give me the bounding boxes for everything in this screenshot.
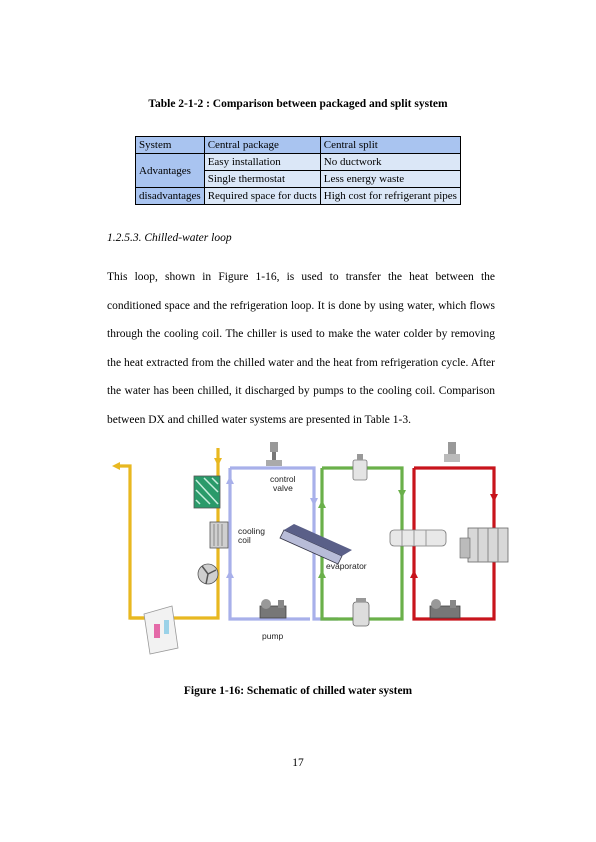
advantages-label: Advantages: [135, 153, 205, 188]
table-header-cell: Central package: [203, 136, 321, 154]
conditioned-space-icon: [143, 605, 179, 655]
condenser-icon: [389, 529, 447, 547]
air-loop: [116, 448, 220, 620]
compressor-icon: [352, 598, 370, 627]
chw-arrow-up-icon: [226, 570, 234, 578]
cooling-coil-label: coil: [238, 535, 251, 545]
cnd-arrow-down-icon: [490, 494, 498, 502]
cooling-tower-icon: [459, 527, 509, 563]
disadvantages-label: disadvantages: [135, 187, 205, 205]
comparison-table: System Central package Central split Adv…: [135, 136, 461, 205]
ref-arrow-down-icon: [398, 490, 406, 498]
table-caption: Table 2-1-2 : Comparison between package…: [148, 98, 448, 110]
control-valve-label: control: [270, 474, 296, 484]
cooling-coil-icon: [209, 521, 229, 549]
cooling-coil-label: cooling: [238, 526, 265, 536]
body-paragraph: This loop, shown in Figure 1-16, is used…: [107, 271, 495, 426]
filter-icon: [193, 475, 221, 509]
table-cell: No ductwork: [319, 153, 461, 171]
control-valve-icon: [266, 442, 282, 466]
cooling-tower-valve-icon: [444, 442, 460, 462]
page-number: 17: [292, 757, 304, 769]
chw-arrow-down-icon: [310, 498, 318, 506]
refrigerant-loop: [320, 466, 404, 621]
table-cell: High cost for refrigerant pipes: [319, 187, 461, 205]
table-header-cell: System: [135, 136, 205, 154]
table-row: disadvantages Required space for ducts H…: [135, 187, 461, 205]
cnd-arrow-up-icon: [410, 570, 418, 578]
control-valve-label: valve: [273, 483, 293, 493]
table-cell: Easy installation: [203, 153, 321, 171]
figure-caption: Figure 1-16: Schematic of chilled water …: [183, 685, 413, 697]
chilled-water-schematic: control valve cooling coil evaporator pu…: [112, 442, 509, 655]
ref-arrow-up-icon: [318, 500, 326, 508]
table-cell: Required space for ducts: [203, 187, 321, 205]
pump-icon: [259, 599, 287, 619]
condenser-pump-icon: [429, 599, 461, 619]
table-header-cell: Central split: [319, 136, 461, 154]
table-row: Advantages Easy installation No ductwork: [135, 153, 461, 188]
air-arrow-down-icon: [214, 458, 222, 466]
section-heading: 1.2.5.3. Chilled-water loop: [107, 232, 232, 244]
chw-arrow-up-icon: [226, 476, 234, 484]
ref-arrow-up-icon: [318, 570, 326, 578]
table-row: Single thermostat Less energy waste: [136, 170, 461, 188]
evaporator-icon: [279, 524, 352, 565]
condenser-loop: [412, 466, 496, 621]
evaporator-label: evaporator: [326, 561, 367, 571]
air-arrow-left-icon: [112, 462, 120, 470]
table-header-row: System Central package Central split: [135, 136, 461, 154]
fan-icon: [197, 563, 219, 585]
pump-label: pump: [262, 631, 284, 641]
table-cell: Single thermostat: [203, 170, 321, 188]
table-cell: Less energy waste: [319, 170, 461, 188]
expansion-device-icon: [352, 454, 368, 481]
